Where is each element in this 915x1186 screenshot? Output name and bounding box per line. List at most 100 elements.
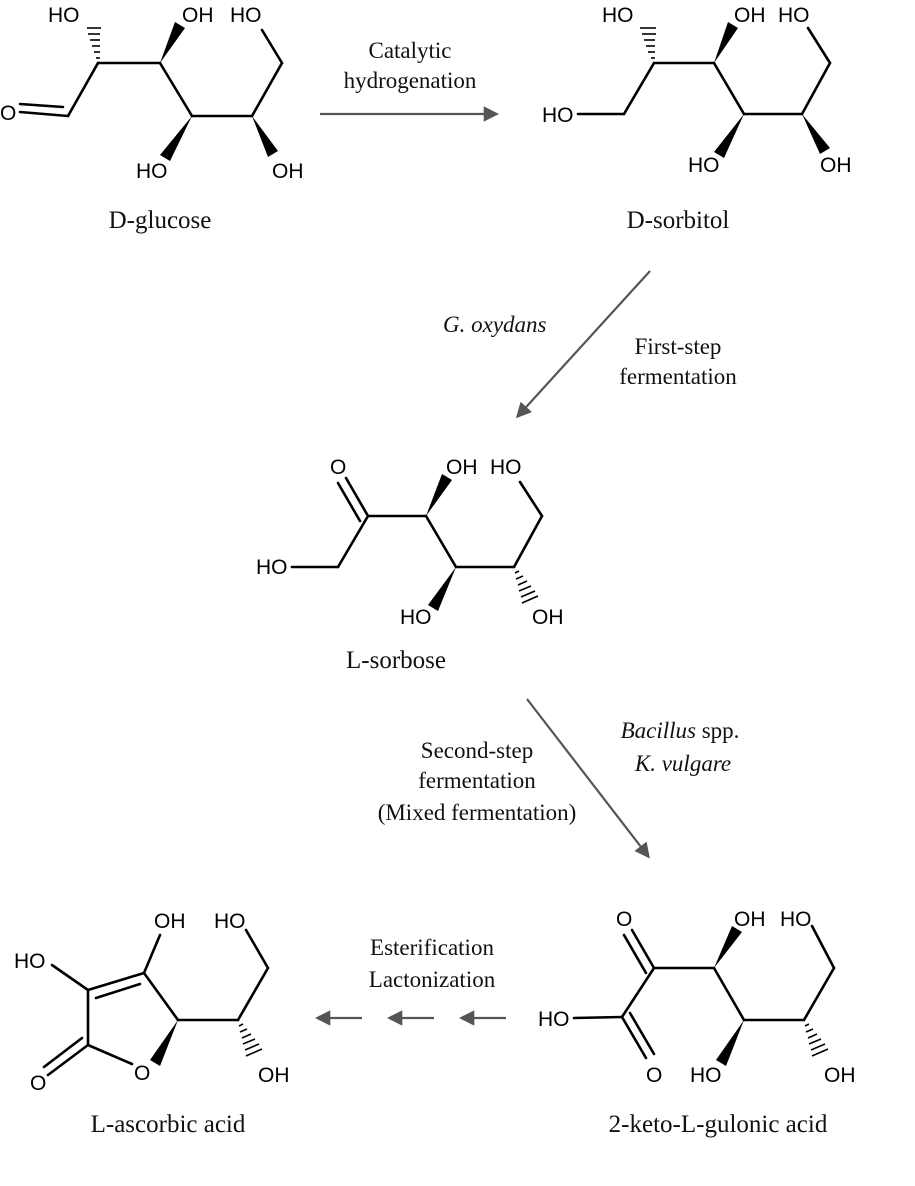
bond [424,514,458,569]
wedge-bond [252,116,278,157]
atom-label: O [330,456,346,479]
reaction-step-hydrogenation: Catalytic hydrogenation [320,38,500,122]
organism-label: G. oxydans [443,312,547,337]
bond [712,966,746,1022]
double-bond [42,1036,84,1069]
bond [712,61,746,116]
compound-l-sorbose: O HO OH HO OH HO L-sorbose [256,456,564,674]
atom-label: OH [182,4,214,27]
bond [236,966,270,1022]
compound-d-glucose: O HO OH HO OH HO D-glucose [0,4,304,234]
wedge-bond [714,22,738,63]
atom-label: OH [734,4,766,27]
wedge-bond [716,1020,744,1066]
double-bond [336,481,362,523]
bond [622,61,656,116]
atom-label: O [646,1064,662,1087]
reaction-arrow [526,698,650,859]
compound-name: 2-keto-L-gulonic acid [609,1111,828,1138]
step-label: Lactonization [369,967,496,992]
atom-label: O [0,102,16,125]
double-bond [18,102,65,109]
bond [66,61,100,118]
atom-label: HO [214,910,246,933]
organism-label: K. vulgare [634,751,731,776]
atom-label: OH [824,1064,856,1087]
atom-label: OH [154,910,186,933]
compound-name: D-glucose [109,207,212,234]
step-label: Second-step [421,738,533,763]
compound-l-ascorbic-acid: HO OH O O OH HO L-ascorbic acid [14,910,290,1138]
wedge-bond [150,1020,178,1066]
atom-label: HO [602,4,634,27]
atom-label: HO [400,606,432,629]
wedge-bond [160,116,192,161]
bond [518,480,544,518]
atom-label: HO [542,104,574,127]
atom-label: OH [272,160,304,183]
bond [244,928,270,970]
atom-label: HO [778,4,810,27]
bond [260,28,284,65]
atom-label: OH [532,606,564,629]
wedge-bond [714,926,742,968]
atom-label: HO [136,160,168,183]
step-label: (Mixed fermentation) [378,800,577,825]
wedge-bond [160,22,185,63]
atom-label: HO [48,4,80,27]
atom-label: HO [490,456,522,479]
double-bond [46,1043,90,1077]
double-bond [344,476,370,518]
bond [620,966,656,1019]
double-bond [622,933,648,975]
hashed-bond [514,570,539,604]
compound-name: L-sorbose [346,647,446,674]
double-bond [86,971,146,992]
bond [50,963,90,992]
step-label: fermentation [619,364,737,389]
atom-label: HO [230,4,262,27]
bond [158,61,194,118]
step-label: First-step [635,334,722,359]
bond [810,924,836,970]
compound-d-sorbitol: HO HO OH HO OH HO D-sorbitol [542,4,852,234]
step-label: fermentation [418,768,536,793]
step-label: hydrogenation [344,68,477,93]
bond [800,61,832,116]
compound-name: L-ascorbic acid [91,1111,246,1138]
atom-label: HO [256,556,288,579]
atom-label: O [134,1062,150,1085]
double-bond [18,110,70,118]
atom-label: O [30,1072,46,1095]
step-label: Esterification [370,935,494,960]
bond [86,1043,134,1066]
wedge-bond [426,474,452,516]
bond [572,1015,624,1020]
reaction-step-first-fermentation: G. oxydans First-step fermentation [443,270,737,419]
step-label: Catalytic [368,38,451,63]
double-bond [628,1011,656,1056]
bond [142,933,162,975]
hashed-bond [804,1023,829,1057]
reaction-arrow [515,270,651,419]
bond [512,514,544,569]
hashed-bond [238,1023,263,1057]
bond [250,61,284,118]
atom-label: O [616,908,632,931]
atom-label: OH [446,456,478,479]
atom-label: HO [538,1008,570,1031]
atom-label: HO [690,1064,722,1087]
double-bond [94,982,142,1000]
double-bond [630,928,656,970]
wedge-bond [428,567,456,611]
double-bond [620,1015,648,1060]
bond [802,966,836,1022]
bond [336,514,370,569]
hashed-bond [87,27,101,59]
bond [806,26,832,65]
wedge-bond [714,114,744,158]
wedge-bond [802,114,830,154]
reaction-step-second-fermentation: Second-step fermentation (Mixed fermenta… [378,698,740,859]
organism-label: Bacillus spp. [621,718,740,743]
